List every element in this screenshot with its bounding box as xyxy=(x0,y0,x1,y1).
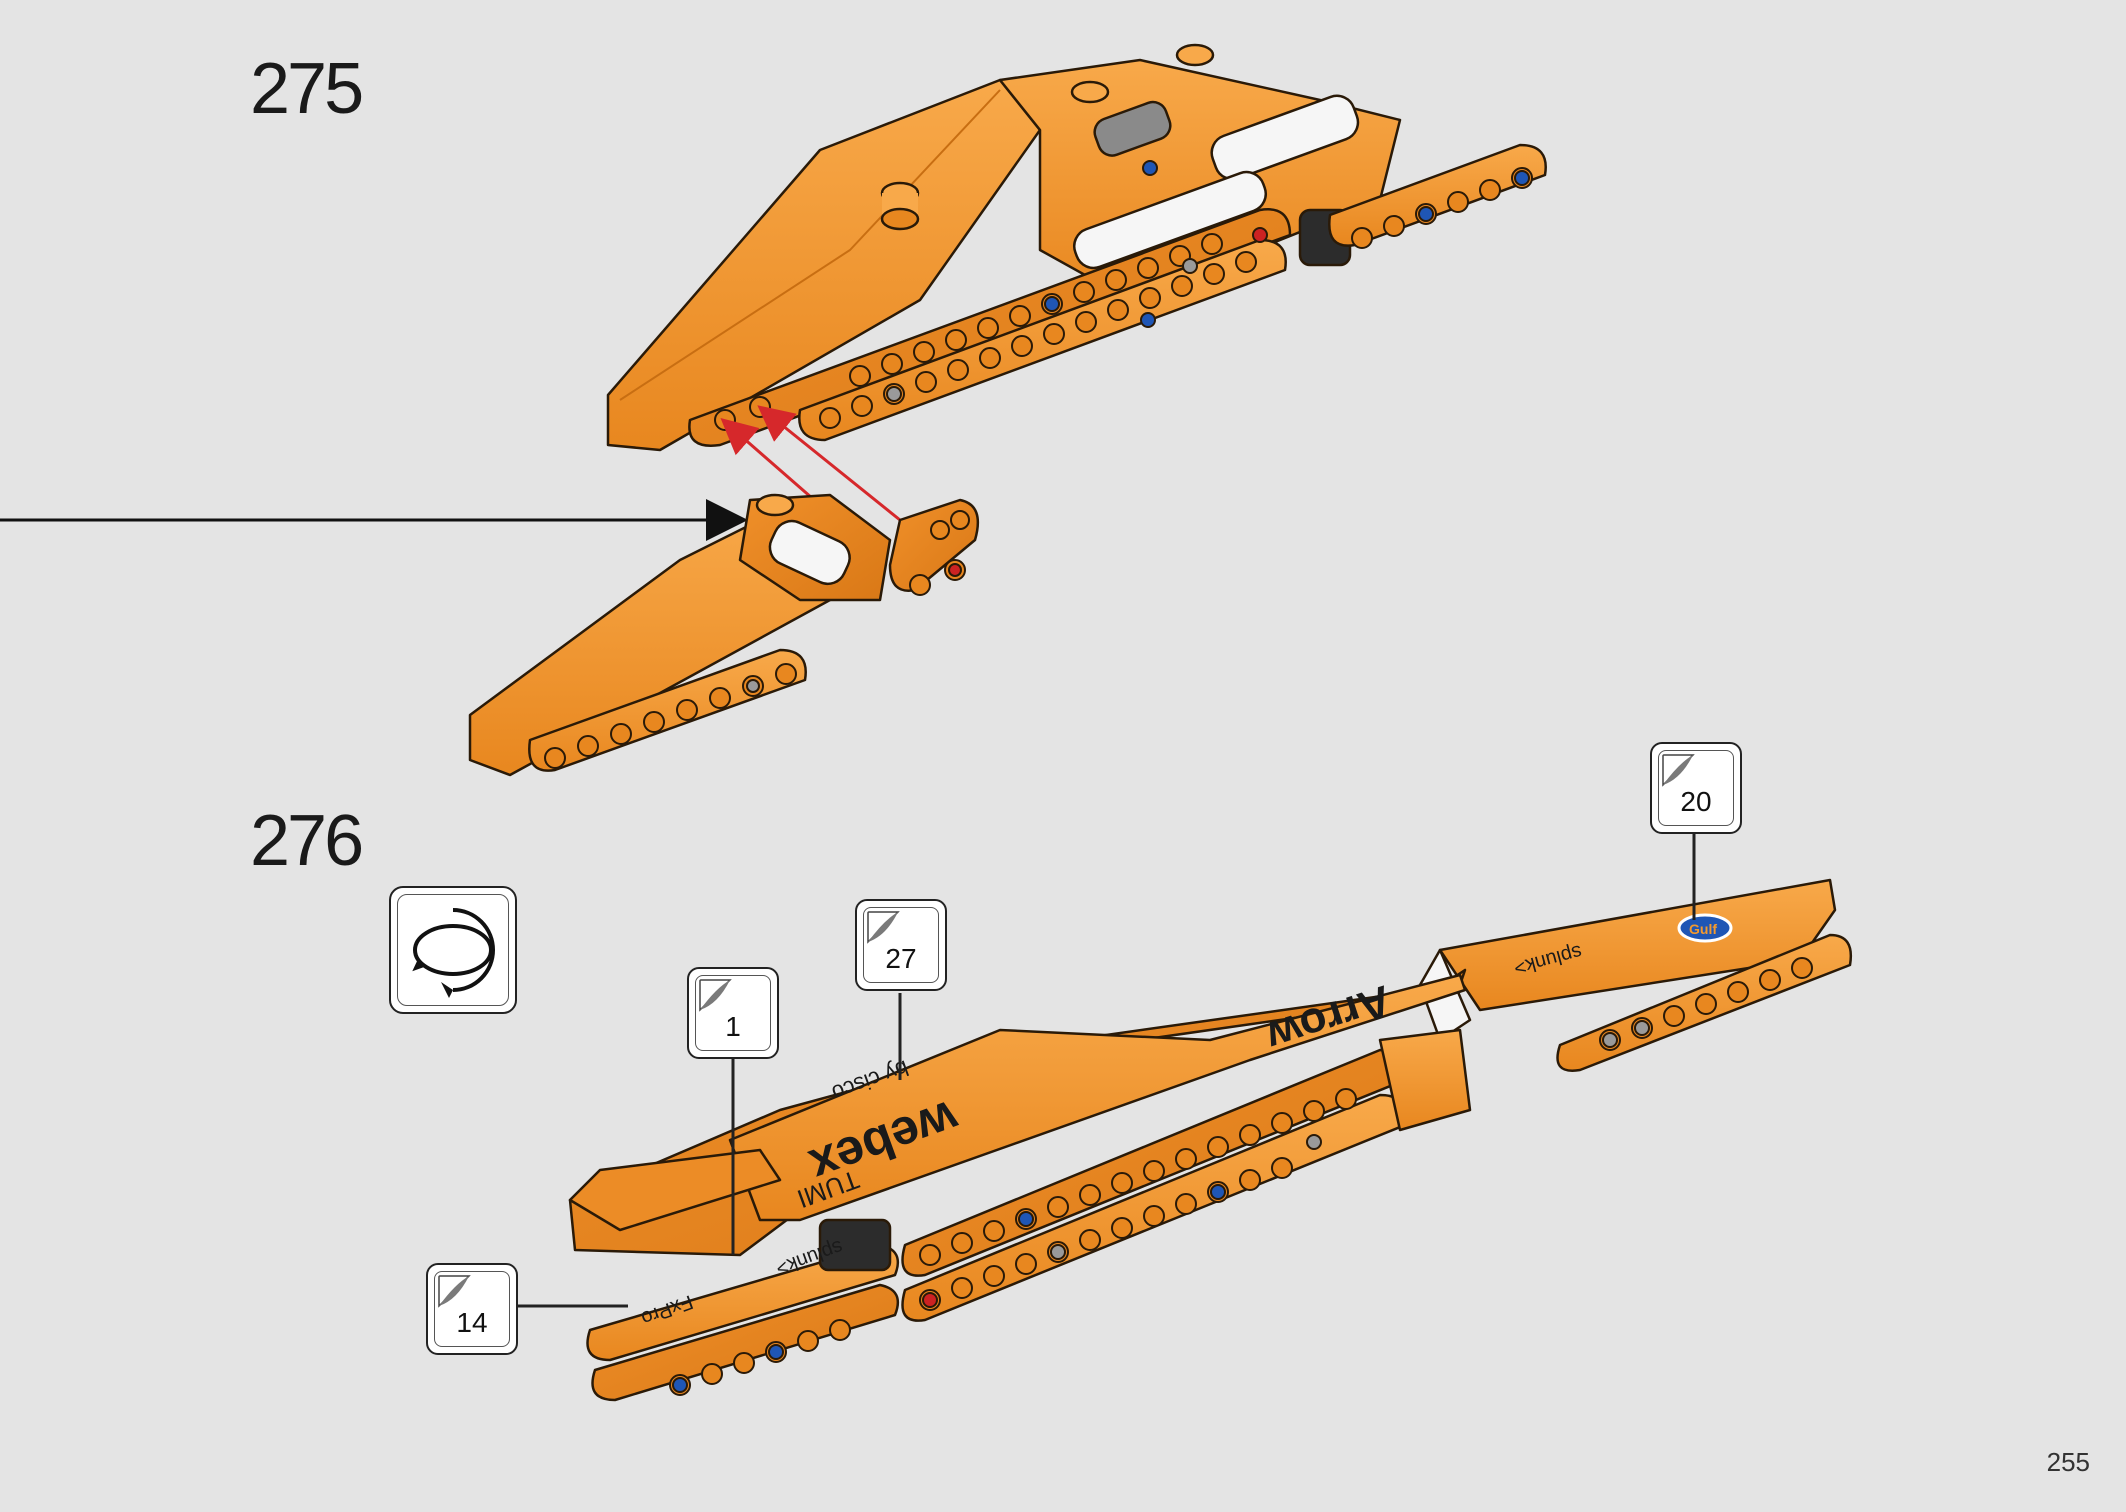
page-number: 255 xyxy=(2046,1447,2090,1477)
sticker-gulf: Gulf xyxy=(1689,921,1717,937)
sticker-peel-icon xyxy=(438,1275,471,1308)
step-275-beam-holes xyxy=(714,160,1533,431)
sticker-callout-number: 27 xyxy=(885,943,917,974)
step-276-beam-holes xyxy=(669,957,1813,1396)
step-275-subassembly xyxy=(468,493,980,777)
sticker-peel-icon xyxy=(1662,754,1695,787)
callout-leader-lines xyxy=(517,832,1696,1308)
step-275-main-assembly xyxy=(606,43,1547,452)
step-number-276: 276 xyxy=(250,801,364,881)
sticker-callout-20: 20 xyxy=(1650,742,1742,834)
rotate-model-icon xyxy=(389,886,517,1014)
rotate-arrows-icon xyxy=(412,908,495,998)
step-number-275: 275 xyxy=(250,49,364,129)
assembly-arrows-red xyxy=(720,405,901,522)
sticker-peel-icon xyxy=(867,911,900,944)
sticker-peel-icon xyxy=(699,979,732,1012)
sticker-callout-number: 1 xyxy=(725,1011,741,1042)
step-275-subassembly-holes xyxy=(544,510,970,769)
sticker-callout-14: 14 xyxy=(426,1263,518,1355)
sticker-callout-27: 27 xyxy=(855,899,947,991)
sticker-arrow: Arrow xyxy=(1260,975,1397,1061)
sticker-callout-number: 20 xyxy=(1680,786,1712,817)
sticker-callout-number: 14 xyxy=(456,1307,488,1338)
sticker-callout-1: 1 xyxy=(687,967,779,1059)
